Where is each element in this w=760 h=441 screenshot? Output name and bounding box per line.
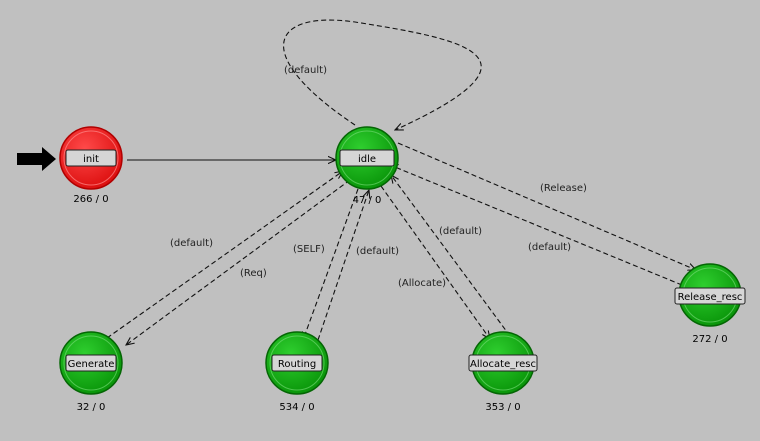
transition-allocate-idle[interactable] xyxy=(391,175,511,337)
state-generate[interactable]: Generate 32 / 0 xyxy=(59,331,123,413)
state-count-idle: 47 / 0 xyxy=(353,195,382,206)
transition-label-idle-generate: (Req) xyxy=(240,268,267,279)
transitions: (default) (default) (Req) (SELF) (defaul… xyxy=(106,19,696,345)
state-routing[interactable]: Routing 534 / 0 xyxy=(265,331,329,413)
state-release-resc[interactable]: Release_resc 272 / 0 xyxy=(674,263,746,345)
transition-label-idle-allocate: (Allocate) xyxy=(398,278,446,289)
state-init[interactable]: init 266 / 0 xyxy=(59,126,123,205)
state-count-init: 266 / 0 xyxy=(73,194,108,205)
transition-label-routing-idle: (default) xyxy=(356,246,399,257)
state-count-generate: 32 / 0 xyxy=(77,402,106,413)
state-count-allocate-resc: 353 / 0 xyxy=(485,402,520,413)
transition-release-idle[interactable] xyxy=(390,165,683,286)
transition-generate-idle[interactable] xyxy=(106,171,343,339)
state-name-routing: Routing xyxy=(278,359,316,370)
transition-label-allocate-idle: (default) xyxy=(439,226,482,237)
state-name-idle: idle xyxy=(358,154,376,165)
initial-state-arrow-icon xyxy=(17,147,56,171)
transition-label-idle-self: (default) xyxy=(284,65,327,76)
transition-routing-idle[interactable] xyxy=(317,190,369,341)
state-name-generate: Generate xyxy=(68,359,115,370)
state-count-release-resc: 272 / 0 xyxy=(692,334,727,345)
state-name-init: init xyxy=(83,154,99,165)
transition-idle-routing[interactable] xyxy=(303,188,359,340)
transition-idle-generate[interactable] xyxy=(126,179,351,345)
state-name-release-resc: Release_resc xyxy=(678,292,743,303)
state-idle[interactable]: idle 47 / 0 xyxy=(335,126,399,206)
state-name-allocate-resc: Allocate_resc xyxy=(470,359,536,370)
state-count-routing: 534 / 0 xyxy=(279,402,314,413)
transition-idle-self[interactable] xyxy=(283,19,482,130)
states: init 266 / 0 idle 47 / 0 Generate 32 / 0… xyxy=(59,126,746,413)
transition-idle-allocate[interactable] xyxy=(380,185,490,339)
transition-label-idle-routing: (SELF) xyxy=(293,244,325,255)
transition-idle-release[interactable] xyxy=(397,142,696,270)
transition-label-release-idle: (default) xyxy=(528,242,571,253)
state-allocate-resc[interactable]: Allocate_resc 353 / 0 xyxy=(468,331,538,413)
transition-label-generate-idle: (default) xyxy=(170,238,213,249)
transition-label-idle-release: (Release) xyxy=(540,183,587,194)
